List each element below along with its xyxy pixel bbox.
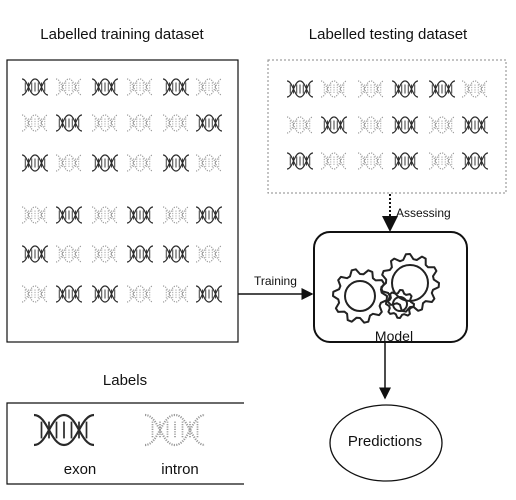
intron-helix-icon — [126, 78, 154, 96]
intron-helix-icon — [162, 114, 190, 132]
exon-helix-icon — [33, 413, 95, 447]
predictions-ellipse — [329, 404, 443, 482]
exon-helix-icon — [162, 154, 190, 172]
exon-helix-icon — [55, 206, 83, 224]
exon-helix-icon — [55, 114, 83, 132]
intron-helix-icon — [162, 285, 190, 303]
exon-helix-icon — [21, 78, 49, 96]
legend-exon-helix-icon — [33, 413, 95, 447]
exon-helix-icon — [428, 80, 456, 98]
intron-helix-icon — [428, 152, 456, 170]
intron-helix-icon — [91, 245, 119, 263]
training-dataset-title: Labelled training dataset — [40, 26, 204, 43]
intron-helix-icon — [195, 78, 223, 96]
intron-helix-icon — [461, 80, 489, 98]
intron-helix-icon — [126, 114, 154, 132]
exon-helix-icon — [320, 116, 348, 134]
intron-helix-icon — [21, 285, 49, 303]
intron-helix-icon — [320, 80, 348, 98]
exon-helix-icon — [286, 80, 314, 98]
exon-helix-icon — [461, 152, 489, 170]
testing-dataset-title: Labelled testing dataset — [308, 26, 468, 43]
exon-helix-icon — [91, 154, 119, 172]
intron-helix-icon — [55, 245, 83, 263]
exon-helix-icon — [55, 285, 83, 303]
intron-helix-icon — [162, 206, 190, 224]
training-dataset-grid — [21, 78, 223, 303]
exon-helix-icon — [126, 245, 154, 263]
model-box — [313, 231, 468, 343]
legend-intron-label: intron — [161, 461, 199, 478]
testing-dataset-grid — [286, 80, 489, 170]
intron-helix-icon — [55, 78, 83, 96]
exon-helix-icon — [461, 116, 489, 134]
intron-helix-icon — [195, 154, 223, 172]
legend-intron-helix-icon — [144, 413, 206, 447]
intron-helix-icon — [357, 116, 385, 134]
testing-dataset-box — [267, 59, 507, 194]
intron-helix-icon — [91, 114, 119, 132]
gears-icon — [332, 253, 440, 324]
model-label: Model — [374, 328, 414, 344]
intron-helix-icon — [21, 206, 49, 224]
training-dataset-box — [6, 59, 239, 343]
exon-helix-icon — [391, 80, 419, 98]
intron-helix-icon — [428, 116, 456, 134]
intron-helix-icon — [357, 80, 385, 98]
intron-helix-icon — [320, 152, 348, 170]
predictions-label: Predictions — [347, 433, 423, 450]
exon-helix-icon — [21, 154, 49, 172]
exon-helix-icon — [162, 78, 190, 96]
exon-helix-icon — [162, 245, 190, 263]
intron-helix-icon — [357, 152, 385, 170]
legend-box — [6, 402, 244, 485]
training-label: Training — [254, 274, 297, 288]
exon-helix-icon — [391, 152, 419, 170]
exon-helix-icon — [91, 285, 119, 303]
exon-helix-icon — [195, 206, 223, 224]
exon-helix-icon — [21, 245, 49, 263]
exon-helix-icon — [195, 114, 223, 132]
exon-helix-icon — [126, 206, 154, 224]
intron-helix-icon — [55, 154, 83, 172]
exon-helix-icon — [195, 285, 223, 303]
intron-helix-icon — [144, 413, 206, 447]
labels-title: Labels — [102, 372, 148, 389]
intron-helix-icon — [286, 116, 314, 134]
exon-helix-icon — [91, 78, 119, 96]
intron-helix-icon — [21, 114, 49, 132]
exon-helix-icon — [286, 152, 314, 170]
intron-helix-icon — [126, 154, 154, 172]
exon-helix-icon — [391, 116, 419, 134]
intron-helix-icon — [195, 245, 223, 263]
assessing-label: Assessing — [396, 206, 451, 220]
intron-helix-icon — [91, 206, 119, 224]
legend-exon-label: exon — [63, 461, 97, 478]
intron-helix-icon — [126, 285, 154, 303]
